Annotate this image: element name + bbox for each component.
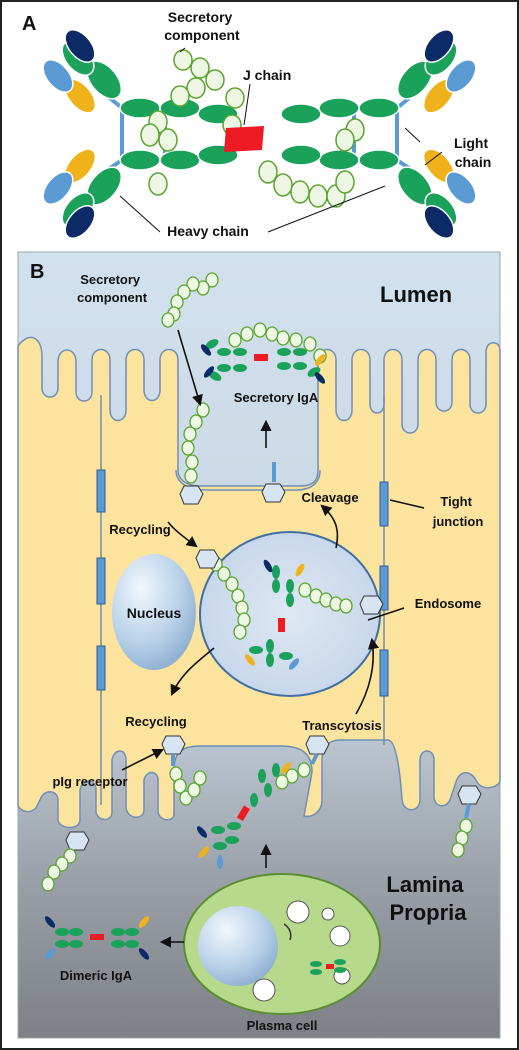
pigr-basolateral-left xyxy=(161,735,207,806)
label-transcytosis: Transcytosis xyxy=(302,718,382,733)
tight-junction xyxy=(379,481,389,527)
tight-junctions xyxy=(96,469,389,697)
label-line: component xyxy=(77,290,148,305)
panel-a-letter: A xyxy=(22,13,36,35)
heavy-chain-domain xyxy=(159,149,201,171)
panel-a: A xyxy=(22,9,492,239)
label-light-chain: Light chain xyxy=(454,135,492,170)
plasma-cell-nucleus xyxy=(198,906,278,986)
label-cleavage: Cleavage xyxy=(301,490,358,505)
tight-junction xyxy=(379,565,389,611)
apical-pocket xyxy=(175,469,321,491)
label-line: junction xyxy=(432,514,484,529)
arrow-recycling-bottom xyxy=(170,647,215,697)
leader-line xyxy=(267,185,386,233)
label-line: Propria xyxy=(389,900,467,925)
dimeric-iga-free xyxy=(44,916,150,960)
leader-line xyxy=(243,83,251,126)
label-recycling-top: Recycling xyxy=(109,522,170,537)
light-chain-domain xyxy=(64,29,96,63)
leader-endosome xyxy=(367,607,405,621)
label-line: Lamina xyxy=(386,872,464,897)
plasma-cell-er xyxy=(283,923,292,941)
label-recycling-bottom: Recycling xyxy=(125,714,186,729)
label-j-chain: J chain xyxy=(243,67,291,83)
arrows xyxy=(121,329,425,948)
pigr-apical xyxy=(179,402,210,505)
label-nucleus: Nucleus xyxy=(127,605,182,621)
arrow-sc-to-apical xyxy=(177,329,203,407)
label-secretory-component-a: Secretory component xyxy=(164,9,240,43)
tight-junction xyxy=(96,557,106,605)
label-dimeric-iga: Dimeric IgA xyxy=(60,968,133,983)
light-chain-domain xyxy=(64,205,96,239)
pigr-basolateral-right xyxy=(275,735,330,790)
leader-line xyxy=(119,195,161,233)
light-chain-domain xyxy=(42,171,74,205)
light-chain-domain xyxy=(42,59,74,93)
tight-junction xyxy=(96,469,106,513)
tight-junction xyxy=(96,645,106,691)
label-line: Light xyxy=(454,135,489,151)
plasma-cell-iga xyxy=(310,959,346,975)
label-line: chain xyxy=(455,154,492,170)
label-lumen: Lumen xyxy=(380,282,452,307)
secretory-component-chain-a xyxy=(140,49,365,208)
plasma-cell-vesicles xyxy=(252,900,351,1002)
label-line: component xyxy=(164,27,240,43)
leader-line xyxy=(404,127,421,143)
label-heavy-chain: Heavy chain xyxy=(167,223,249,239)
label-line: Secretory xyxy=(80,272,141,287)
nucleus xyxy=(112,554,196,670)
label-line: Secretory xyxy=(168,9,233,25)
label-secretory-component-b: Secretory component xyxy=(77,272,148,305)
tight-junction xyxy=(379,649,389,697)
iga-monomer-right xyxy=(280,29,477,239)
panel-b-letter: B xyxy=(30,261,44,283)
label-line: Tight xyxy=(440,494,472,509)
panel-b: B Secretory component Lumen Secretory Ig… xyxy=(17,251,501,1039)
label-tight-junction: Tight junction xyxy=(432,494,484,529)
secretory-iga-complex xyxy=(200,322,327,384)
arrow-pigr-receptor xyxy=(121,748,165,771)
pigr-stub xyxy=(261,462,286,503)
iga-monomer-left xyxy=(42,29,239,239)
label-lamina-propria: Lamina Propria xyxy=(386,872,469,925)
plasma-cell-j-chain xyxy=(326,964,334,969)
label-pig-receptor: pIg receptor xyxy=(52,774,127,789)
label-secretory-iga: Secretory IgA xyxy=(234,390,319,405)
heavy-chain-domain xyxy=(119,149,161,171)
leader-line xyxy=(424,151,443,166)
endosome xyxy=(199,531,381,697)
dimeric-iga-binding xyxy=(196,762,292,869)
pigr-right-edge xyxy=(451,785,482,858)
leader-tight-junction xyxy=(389,499,425,509)
leader-line xyxy=(179,47,186,53)
j-chain xyxy=(224,126,264,152)
endosome-contents xyxy=(195,549,384,670)
free-secretory-component xyxy=(161,272,219,328)
arrow-cleavage xyxy=(320,504,339,549)
label-endosome: Endosome xyxy=(415,596,481,611)
pigr-left-edge xyxy=(41,831,90,892)
arrow-recycling-top xyxy=(167,521,198,548)
arrow-transcytosis xyxy=(355,637,379,715)
label-plasma-cell: Plasma cell xyxy=(247,1018,318,1033)
